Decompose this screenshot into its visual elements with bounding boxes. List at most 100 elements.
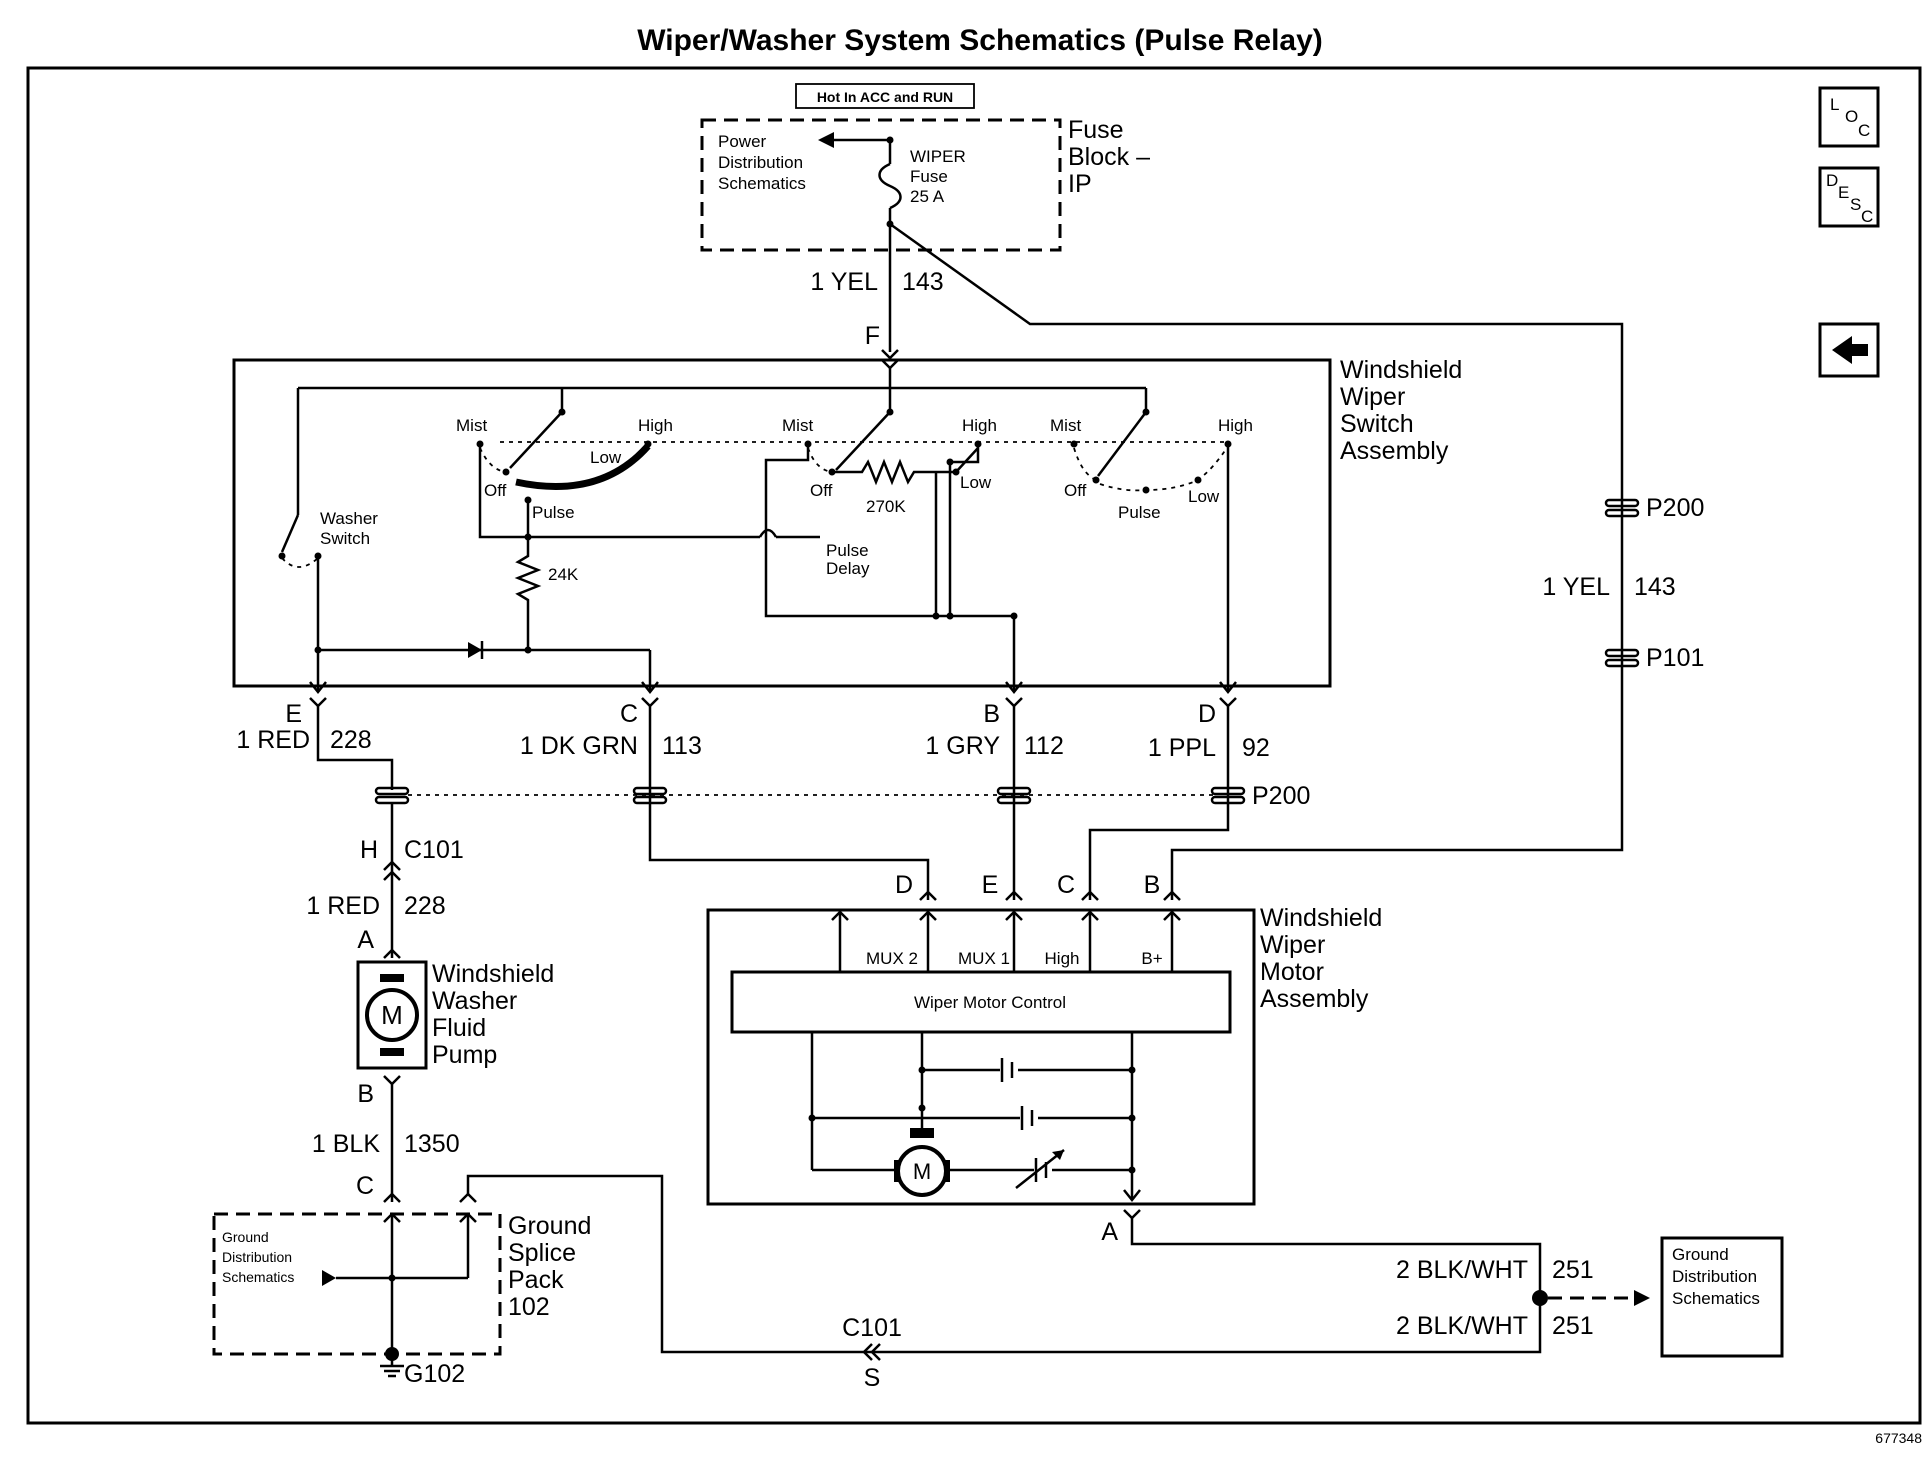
pump-motor-icon: M — [365, 974, 419, 1056]
svg-text:B+: B+ — [1141, 949, 1162, 968]
svg-text:C: C — [1057, 871, 1075, 899]
svg-text:Switch: Switch — [320, 529, 370, 548]
svg-text:High: High — [962, 416, 997, 435]
switch-section-3: Mist High Off Pulse Low — [1050, 411, 1253, 522]
svg-text:E: E — [285, 700, 302, 728]
svg-text:Pump: Pump — [432, 1041, 497, 1069]
pump-wire-in-color: 1 RED — [306, 892, 380, 920]
svg-text:1 DK GRN: 1 DK GRN — [520, 732, 638, 760]
svg-text:S: S — [864, 1364, 881, 1392]
ground-distribution-ref-right: Ground Distribution Schematics — [1672, 1245, 1760, 1308]
washer-pump-box — [356, 960, 428, 1070]
ground-splice-outline — [212, 1212, 502, 1356]
p200-connector-d — [1210, 786, 1246, 805]
wiper-motor-icon: M — [894, 1108, 950, 1197]
desc-button[interactable]: D E S C — [1818, 166, 1880, 228]
svg-text:Distribution: Distribution — [718, 153, 803, 172]
pump-wire-out-circuit: 1350 — [404, 1130, 460, 1158]
splice-point — [1532, 1290, 1548, 1306]
wire-143-side-circuit: 143 — [1634, 573, 1676, 601]
svg-text:113: 113 — [662, 732, 702, 760]
svg-text:Low: Low — [960, 473, 992, 492]
motor-assembly-label: Windshield Wiper Motor Assembly — [1260, 904, 1382, 1013]
svg-text:S: S — [1850, 195, 1861, 214]
back-button[interactable] — [1818, 322, 1880, 378]
svg-text:Assembly: Assembly — [1340, 437, 1449, 465]
svg-text:E: E — [1838, 183, 1849, 202]
resistor-24k-label: 24K — [548, 565, 579, 584]
figure-id: 677348 — [1875, 1430, 1922, 1446]
power-distribution-ref[interactable]: Power Distribution Schematics — [718, 132, 806, 193]
svg-text:Washer: Washer — [432, 987, 517, 1015]
loc-button[interactable]: L O C — [1818, 86, 1880, 148]
svg-text:WIPER: WIPER — [910, 147, 966, 166]
svg-text:D: D — [1826, 171, 1838, 190]
fuse-block-label: Fuse Block – IP — [1068, 116, 1150, 198]
wiper-motor-control — [730, 970, 1232, 1034]
diagram-frame — [26, 66, 1922, 1425]
svg-text:M: M — [913, 1159, 931, 1184]
svg-text:High: High — [1218, 416, 1253, 435]
svg-text:Distribution: Distribution — [222, 1249, 292, 1265]
wire-143-circuit: 143 — [902, 268, 944, 296]
ground-g102-label: G102 — [404, 1360, 465, 1388]
ground-distribution-ref-left[interactable]: Ground Distribution Schematics — [222, 1229, 294, 1285]
switch-assembly-box — [232, 358, 1332, 688]
svg-text:Windshield: Windshield — [432, 960, 554, 988]
svg-text:C: C — [620, 700, 638, 728]
wiper-fuse: WIPER Fuse 25 A — [878, 136, 966, 228]
svg-text:D: D — [1198, 700, 1216, 728]
svg-text:Distribution: Distribution — [1672, 1267, 1757, 1286]
svg-text:270K: 270K — [866, 497, 906, 516]
svg-text:Switch: Switch — [1340, 410, 1414, 438]
svg-text:Hot In ACC and RUN: Hot In ACC and RUN — [817, 89, 953, 105]
svg-text:High: High — [638, 416, 673, 435]
svg-text:25 A: 25 A — [910, 187, 945, 206]
washer-switch: Washer Switch — [278, 509, 378, 568]
svg-text:Fuse: Fuse — [910, 167, 948, 186]
svg-text:Ground: Ground — [222, 1229, 269, 1245]
svg-text:Mist: Mist — [1050, 416, 1081, 435]
c101-label: C101 — [404, 836, 464, 864]
svg-text:Mist: Mist — [782, 416, 813, 435]
wire-251-ground — [466, 1174, 1542, 1354]
svg-text:Motor: Motor — [1260, 958, 1324, 986]
svg-text:B: B — [983, 700, 1000, 728]
svg-text:Windshield: Windshield — [1340, 356, 1462, 384]
svg-text:1 GRY: 1 GRY — [925, 732, 1000, 760]
svg-text:O: O — [1845, 107, 1858, 126]
ground-wire-lower-color: 2 BLK/WHT — [1396, 1312, 1528, 1340]
svg-text:Pack: Pack — [508, 1266, 564, 1294]
resistor-270k — [832, 458, 956, 486]
svg-text:1 PPL: 1 PPL — [1148, 734, 1216, 762]
svg-text:MUX 2: MUX 2 — [866, 949, 918, 968]
c101-pin-h: H — [360, 836, 378, 864]
ground-distribution-ref-box[interactable] — [1660, 1236, 1784, 1358]
pin-f-connector — [881, 349, 899, 360]
svg-text:P101: P101 — [1646, 644, 1704, 672]
ground-wire-upper-circuit: 251 — [1552, 1256, 1594, 1284]
pump-wire-in-circuit: 228 — [404, 892, 446, 920]
svg-text:Off: Off — [810, 481, 833, 500]
svg-text:Pulse: Pulse — [1118, 503, 1161, 522]
pump-pin-c: C — [356, 1172, 374, 1200]
svg-text:E: E — [982, 871, 999, 899]
output-e: E 1 RED 228 — [236, 697, 372, 754]
svg-text:MUX 1: MUX 1 — [958, 949, 1010, 968]
p101-side-connector: P101 — [1604, 644, 1704, 672]
ground-splice-label: Ground Splice Pack 102 — [508, 1212, 591, 1321]
svg-text:Ground: Ground — [1672, 1245, 1729, 1264]
svg-text:High: High — [1045, 949, 1080, 968]
pin-f-label: F — [865, 322, 880, 350]
svg-text:L: L — [1830, 95, 1839, 114]
wiper-motor-control-label: Wiper Motor Control — [914, 993, 1066, 1012]
pump-wire-out-color: 1 BLK — [312, 1130, 380, 1158]
motor-assembly-box — [706, 908, 1256, 1206]
ground-g102-icon — [380, 1347, 404, 1378]
wire-143-color: 1 YEL — [810, 268, 878, 296]
ground-wire-upper-color: 2 BLK/WHT — [1396, 1256, 1528, 1284]
svg-text:Fluid: Fluid — [432, 1014, 486, 1042]
svg-text:Off: Off — [484, 481, 507, 500]
hot-label-box: Hot In ACC and RUN — [795, 83, 975, 109]
